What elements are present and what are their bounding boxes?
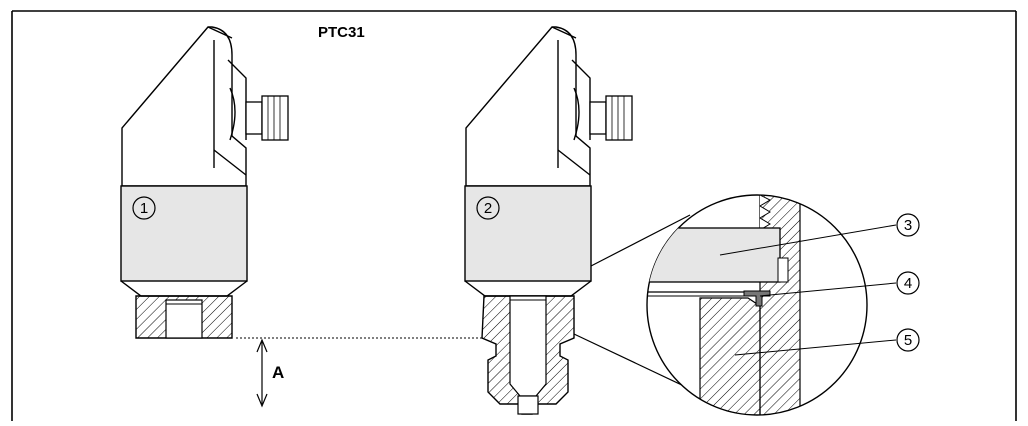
sensor-1: 1 bbox=[120, 26, 289, 339]
callout-1: 1 bbox=[140, 200, 148, 217]
connector-1 bbox=[245, 95, 289, 141]
detail-view: 3 4 5 bbox=[646, 194, 920, 416]
frame bbox=[11, 10, 1017, 421]
sensor-2: 2 bbox=[464, 26, 633, 415]
callout-5: 5 bbox=[904, 332, 912, 349]
callout-2: 2 bbox=[484, 200, 492, 217]
connector-2 bbox=[589, 95, 633, 141]
dimension-label: A bbox=[272, 363, 284, 382]
housing-1 bbox=[120, 185, 248, 282]
callout-4: 4 bbox=[904, 275, 912, 292]
dimension-a: A bbox=[236, 337, 484, 408]
housing-2 bbox=[464, 185, 592, 282]
figure-title: PTC31 bbox=[318, 24, 365, 41]
callout-3: 3 bbox=[904, 217, 912, 234]
